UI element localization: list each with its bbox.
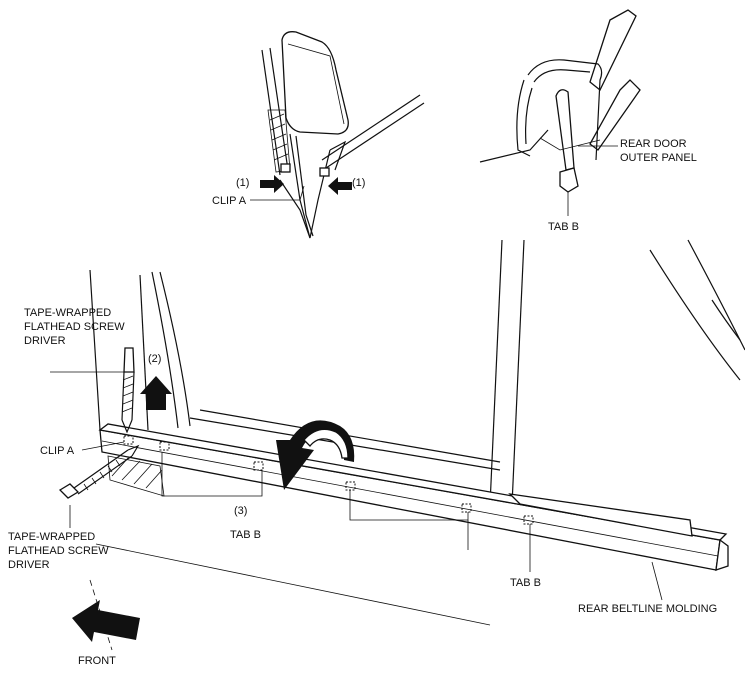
tab-b-label: TAB B [510,577,541,589]
push-arrow-icon [328,177,352,195]
rear-door-outer-panel-label: REAR DOOR [620,138,687,150]
push-up-arrow-icon [140,376,172,410]
tool-label: FLATHEAD SCREW [8,545,109,557]
step-1-label: (1) [352,177,365,189]
step-3-label: (3) [234,505,247,517]
step-1-label: (1) [236,177,249,189]
clip-a-detail [250,31,425,239]
rotate-arrow-icon [276,420,355,490]
rear-beltline-molding-label: REAR BELTLINE MOLDING [578,603,717,615]
rear-door-outer-panel-label: OUTER PANEL [620,152,697,164]
tab-b-label: TAB B [230,529,261,541]
tool-label: TAPE-WRAPPED [24,307,111,319]
tab-b-label: TAB B [548,221,579,233]
tool-label: DRIVER [24,335,66,347]
step-2-label: (2) [148,353,161,365]
clip-a-label: CLIP A [40,445,75,457]
main-door-view [50,239,745,651]
screwdriver-icon [121,347,135,434]
tool-label: DRIVER [8,559,50,571]
tab-b-detail [479,9,641,216]
clip-a-label: CLIP A [212,195,247,207]
push-arrow-icon [260,175,284,193]
tool-label: FLATHEAD SCREW [24,321,125,333]
front-label: FRONT [78,655,116,667]
screwdriver-icon [58,444,140,499]
front-arrow-icon [72,600,140,642]
tool-label: TAPE-WRAPPED [8,531,95,543]
